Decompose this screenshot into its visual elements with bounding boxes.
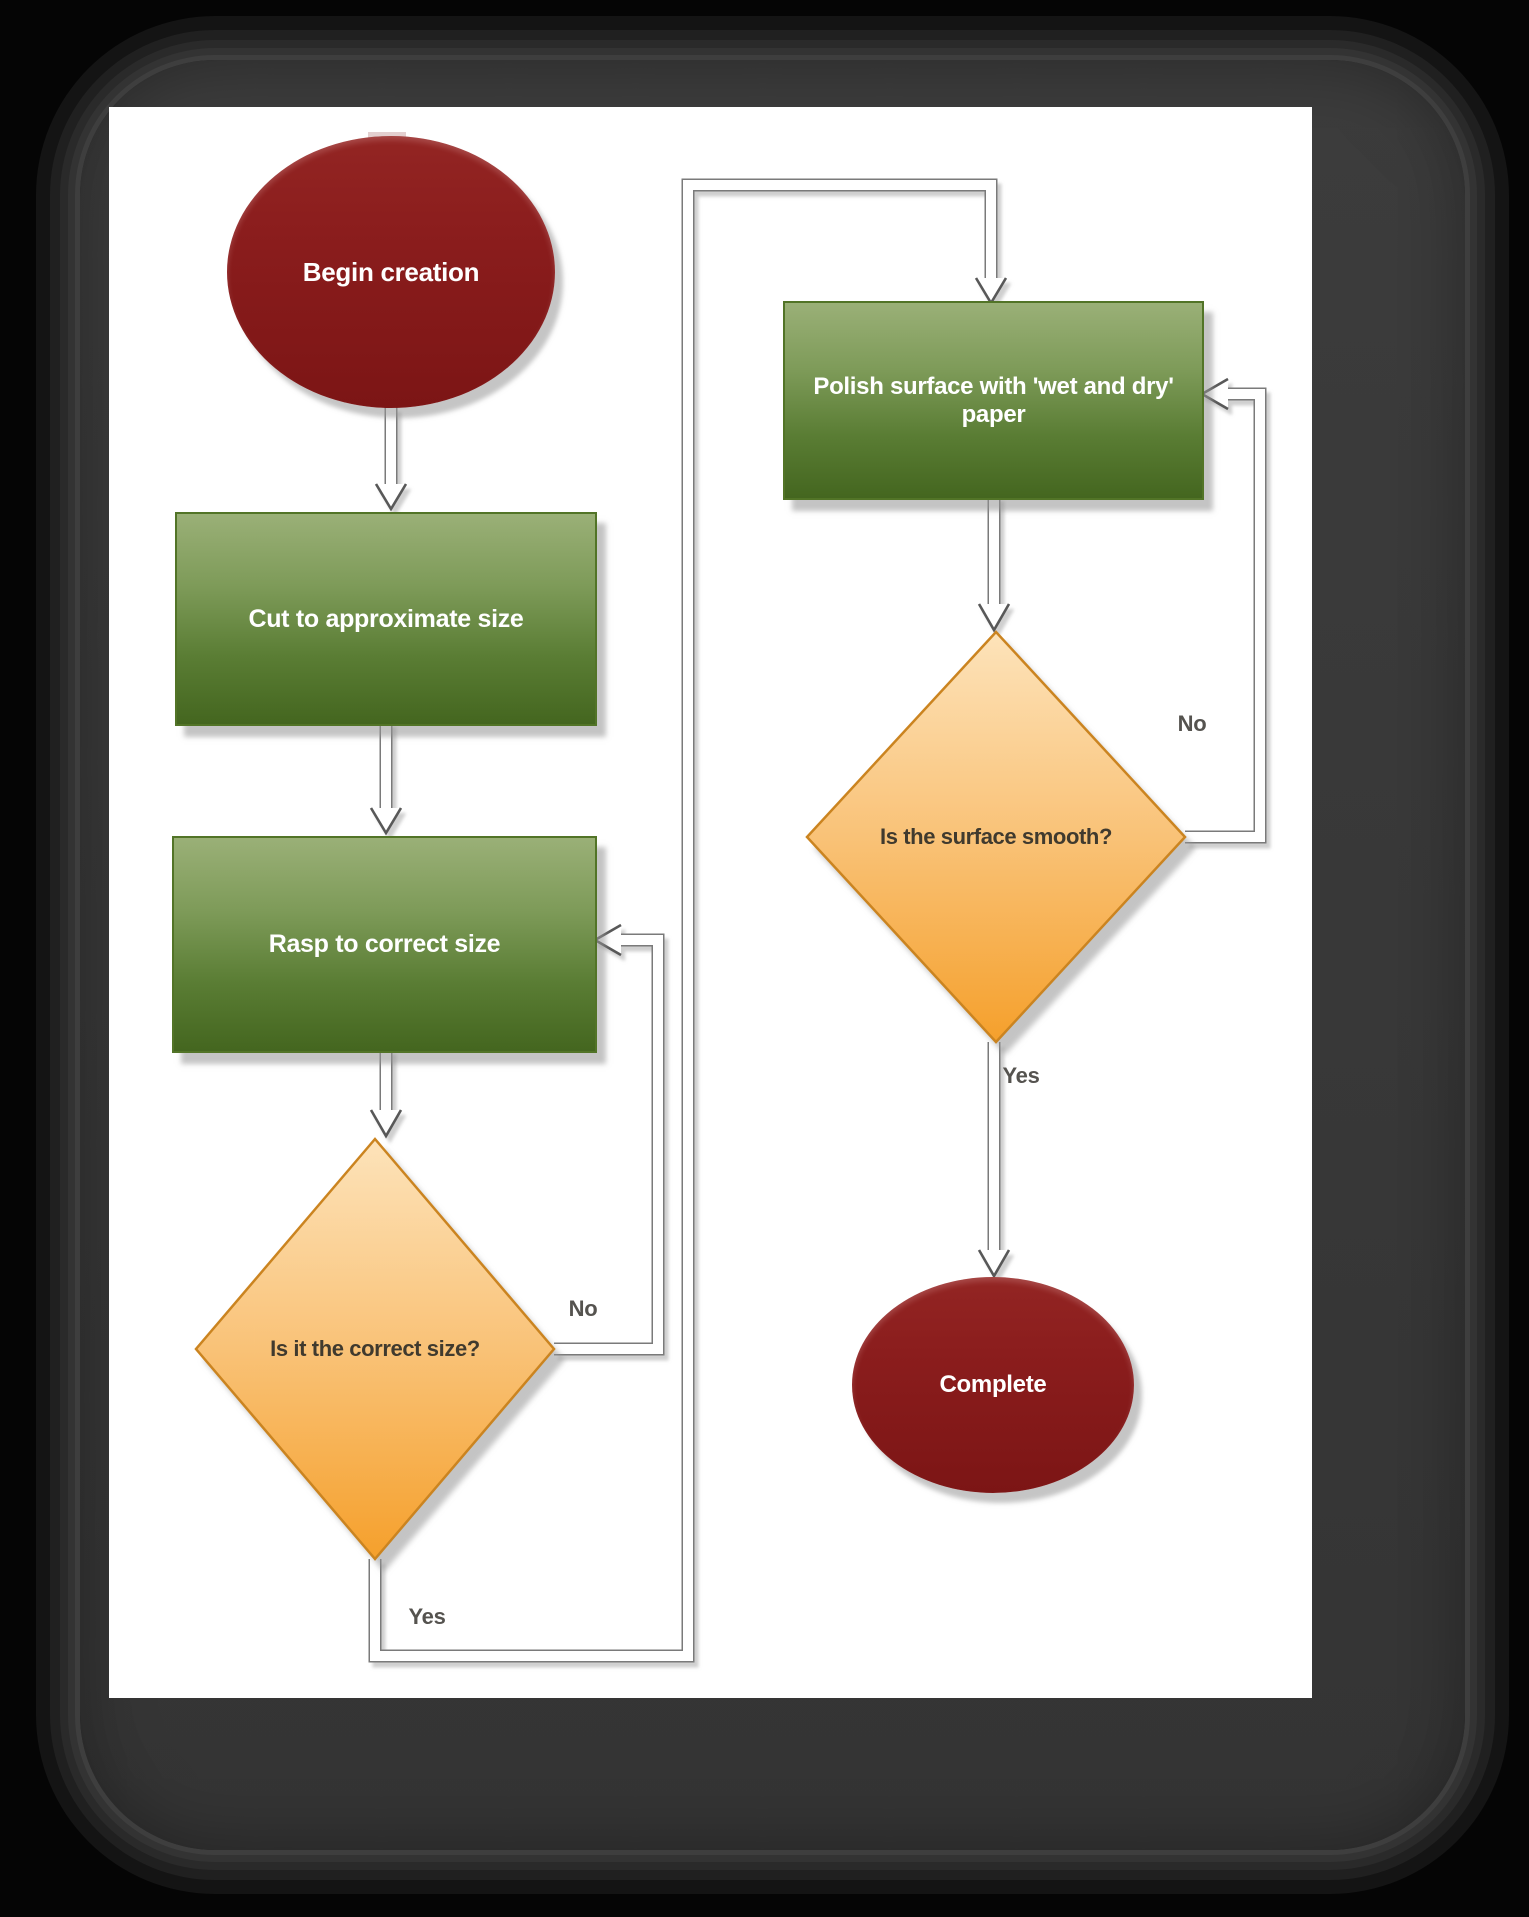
node-begin-creation-label: Begin creation	[302, 256, 480, 287]
connector-polish-to-smooth-check	[977, 496, 1011, 633]
arrowhead-down-icon	[977, 603, 1011, 633]
connector-smooth-check-yes-to-complete	[977, 1042, 1011, 1279]
edge-label-size-yes: Yes	[408, 1604, 446, 1629]
arrowhead-down-icon	[369, 1109, 403, 1139]
edge-label-smooth-yes: Yes	[1002, 1063, 1040, 1088]
node-size-check-label: Is it the correct size?	[270, 1336, 480, 1361]
connector-rasp-to-size-check	[369, 1049, 403, 1139]
connector-size-check-yes-to-polish	[368, 178, 1008, 1663]
node-rasp-to-size: Rasp to correct size	[172, 836, 597, 1053]
connector-size-check-no-to-rasp	[554, 923, 665, 1356]
arrowhead-down-icon	[977, 1249, 1011, 1279]
decision-diamond-shape	[805, 630, 1187, 1044]
arrowhead-left-icon	[1199, 377, 1229, 411]
flowchart-connectors	[368, 178, 1267, 1663]
connector-cut-to-rasp	[369, 722, 403, 836]
document-page: Begin creation Cut to approximate size R…	[109, 107, 1312, 1698]
node-size-check-diamond	[194, 1137, 556, 1561]
node-complete: Complete	[852, 1277, 1134, 1493]
node-polish-surface: Polish surface with 'wet and dry' paper	[783, 301, 1204, 500]
arrowhead-left-icon	[592, 923, 622, 957]
node-complete-label: Complete	[939, 1371, 1047, 1398]
decision-diamond-shape	[194, 1137, 556, 1561]
arrowhead-down-icon	[974, 277, 1008, 306]
node-polish-surface-label: Polish surface with 'wet and dry' paper	[813, 372, 1174, 428]
node-smooth-check-diamond	[805, 630, 1187, 1044]
arrowhead-down-icon	[374, 483, 408, 512]
node-begin-creation: Begin creation	[227, 136, 555, 408]
node-smooth-check-label: Is the surface smooth?	[879, 824, 1113, 849]
node-cut-to-size: Cut to approximate size	[175, 512, 597, 726]
arrowhead-down-icon	[369, 807, 403, 836]
edge-label-size-no: No	[568, 1296, 598, 1321]
connector-begin-to-cut	[374, 407, 408, 512]
edge-label-smooth-no: No	[1177, 711, 1207, 736]
node-cut-to-size-label: Cut to approximate size	[248, 604, 524, 633]
node-rasp-to-size-label: Rasp to correct size	[268, 930, 501, 958]
